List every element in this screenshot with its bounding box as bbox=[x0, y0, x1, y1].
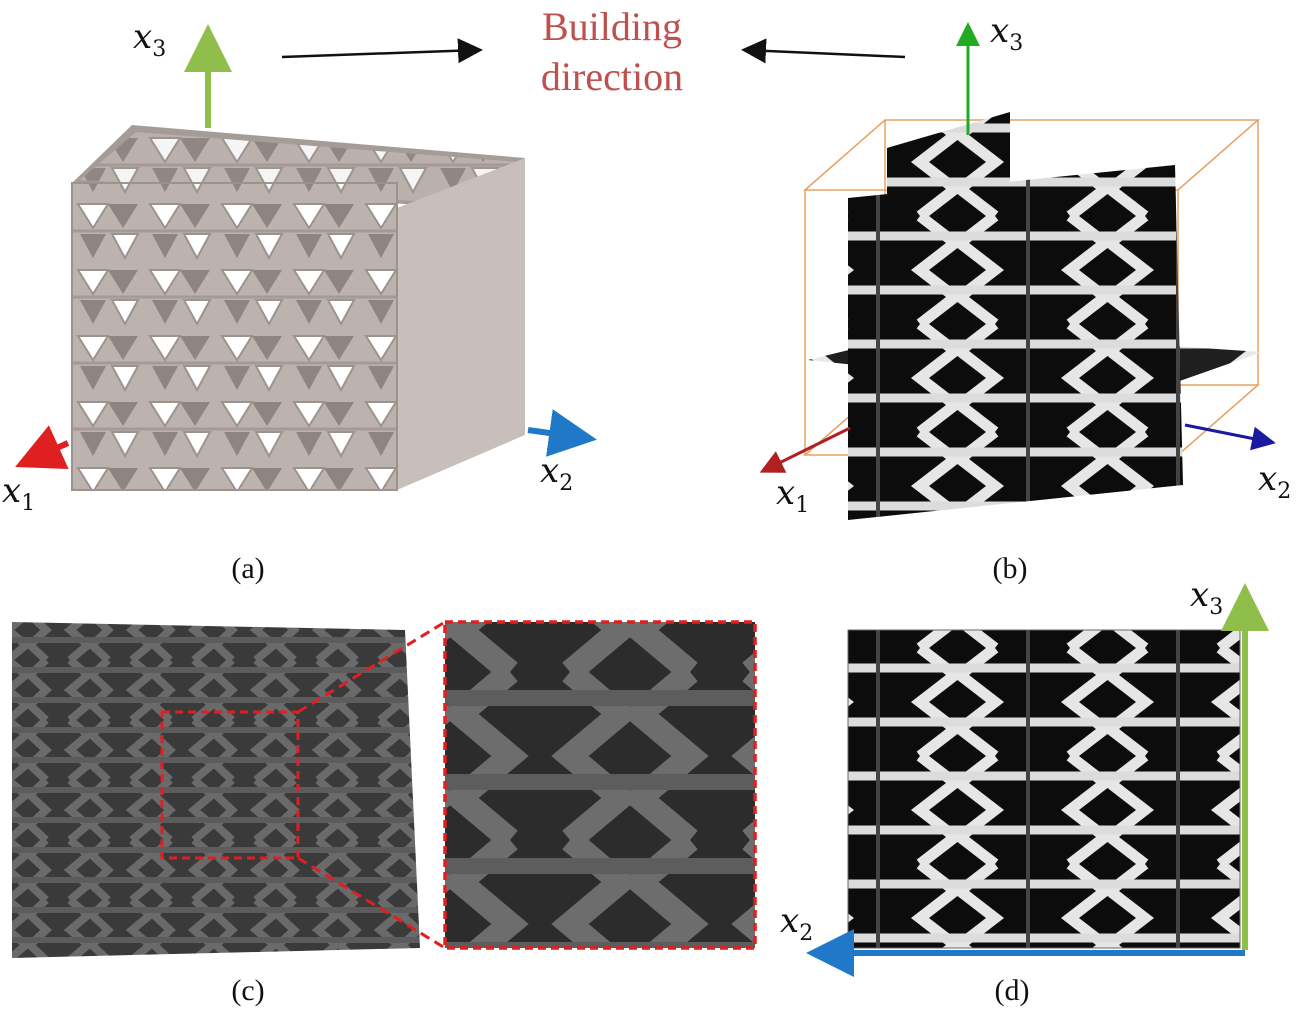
caption-b: (b) bbox=[993, 552, 1028, 585]
axis-x3-label: x3 bbox=[133, 17, 166, 62]
axis-x1-arrow bbox=[15, 425, 70, 470]
model-side-face bbox=[397, 158, 525, 490]
building-direction-line2: direction bbox=[541, 54, 683, 99]
panel-b: x3 x1 x2 (b) bbox=[759, 11, 1291, 585]
zoomed-photo-frame bbox=[443, 620, 757, 950]
zoom-region-box bbox=[160, 710, 300, 860]
axis-x2-arrow bbox=[527, 409, 597, 457]
ct-slice-image bbox=[847, 629, 1241, 949]
panel-c: (c) bbox=[12, 620, 757, 1007]
printed-sample-photo bbox=[12, 622, 420, 958]
axis-b-x3-label: x3 bbox=[990, 11, 1023, 56]
arrow-left-to-label bbox=[281, 38, 483, 64]
panel-a: x3 x1 x2 (a) bbox=[2, 17, 597, 585]
building-direction-annotation: Building direction bbox=[281, 4, 906, 99]
axis-b-x2-label: x2 bbox=[1258, 459, 1291, 504]
ct-slice-x1x2 bbox=[808, 330, 1262, 395]
axis-x1-label: x1 bbox=[2, 471, 35, 516]
caption-c: (c) bbox=[231, 974, 264, 1007]
building-direction-line1: Building bbox=[542, 4, 682, 49]
model-front-face bbox=[71, 182, 398, 491]
axis-x2-label: x2 bbox=[540, 451, 573, 496]
axis-d-x2-label: x2 bbox=[780, 901, 813, 946]
axis-d-x3-label: x3 bbox=[1190, 575, 1223, 620]
zoom-connector-top bbox=[297, 620, 446, 714]
arrow-right-to-label bbox=[741, 38, 906, 64]
zoom-connector-bottom bbox=[297, 856, 446, 950]
axis-b-x1-arrow bbox=[759, 426, 851, 473]
caption-a: (a) bbox=[231, 552, 264, 585]
panel-d: x3 x2 (d) bbox=[780, 575, 1269, 1007]
axis-b-x1-label: x1 bbox=[776, 473, 809, 518]
caption-d: (d) bbox=[995, 974, 1030, 1007]
axis-b-x2-arrow bbox=[1184, 423, 1276, 451]
zoomed-photo bbox=[445, 622, 755, 948]
